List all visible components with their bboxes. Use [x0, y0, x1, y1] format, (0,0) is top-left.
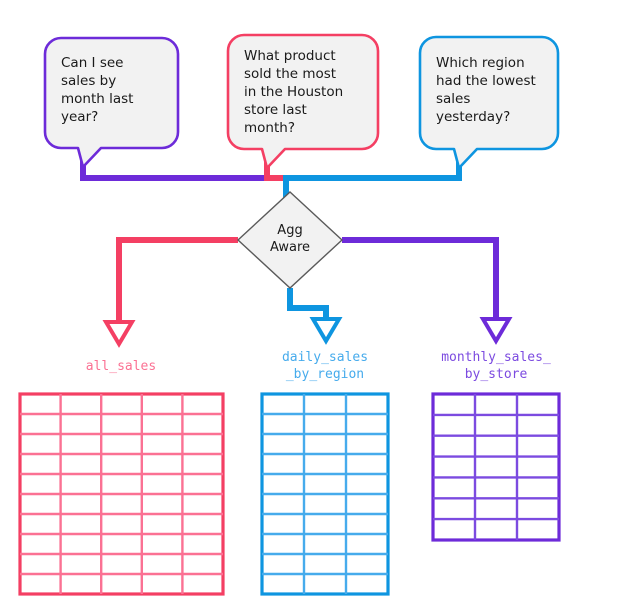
table-all-sales[interactable] [18, 392, 225, 596]
agg-aware-node-label: Agg Aware [269, 223, 311, 255]
connector-node-to-daily-sales [287, 288, 343, 345]
question-text-houston-product: What product sold the most in the Housto… [244, 48, 344, 136]
table-label-all-sales: all_sales [85, 359, 157, 374]
connector-purple-bubble-to-bus [80, 150, 267, 181]
table-label-monthly-sales-by-store: monthly_sales_ by_store [441, 350, 551, 382]
connector-blue-bubble-to-bus [283, 150, 462, 200]
question-text-month-sales: Can I see sales by month last year? [61, 55, 134, 125]
agg-aware-decision-node[interactable] [236, 191, 344, 289]
table-daily-sales-by-region[interactable] [260, 392, 390, 596]
connector-node-to-monthly-sales [342, 237, 513, 345]
question-bubble-region-lowest[interactable] [418, 35, 560, 170]
question-text-region-lowest: Which region had the lowest sales yester… [436, 55, 536, 125]
table-label-daily-sales-by-region: daily_sales _by_region [281, 350, 369, 382]
table-monthly-sales-by-store[interactable] [431, 392, 561, 542]
question-bubble-houston-product[interactable] [226, 33, 380, 170]
question-bubble-month-sales[interactable] [43, 36, 180, 169]
connector-node-to-all-sales [102, 237, 238, 348]
